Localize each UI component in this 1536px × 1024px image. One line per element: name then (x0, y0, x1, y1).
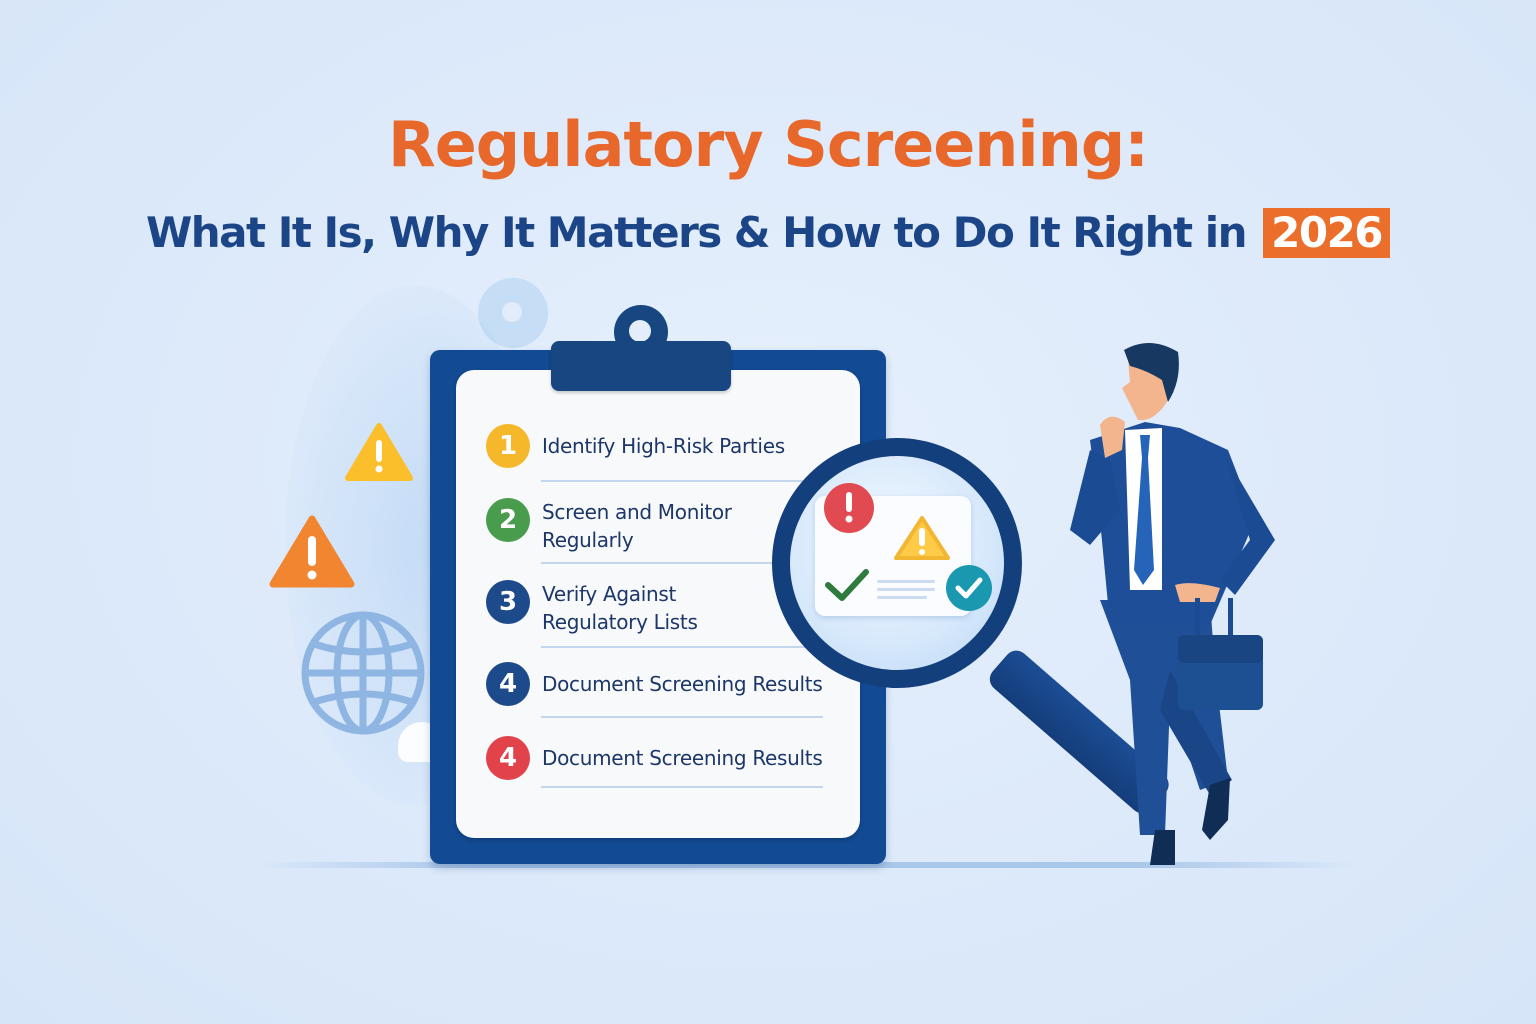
magnifying-glass (760, 430, 1040, 700)
globe-icon (301, 611, 425, 735)
checklist-item: 3 Verify Against Regulatory Lists (486, 580, 698, 636)
clipboard-clip (551, 341, 731, 391)
check-circle-teal-icon (946, 565, 992, 611)
step-label: Screen and Monitor Regularly (542, 500, 732, 552)
magnifier-icons (824, 483, 992, 611)
step-number-badge: 4 (486, 736, 530, 780)
checkmark-green-icon (825, 569, 869, 601)
divider (541, 480, 823, 482)
floor-shadow (255, 862, 1355, 868)
checklist-item: 4 Document Screening Results (486, 662, 823, 706)
step-number-badge: 1 (486, 424, 530, 468)
step-number-badge: 4 (486, 662, 530, 706)
step-label: Document Screening Results (542, 672, 823, 696)
divider (541, 646, 823, 648)
gear-icon (478, 278, 548, 348)
businessman-illustration (1070, 342, 1275, 865)
page-title: Regulatory Screening: (388, 108, 1149, 181)
year-badge: 2026 (1263, 208, 1391, 258)
step-number-badge: 3 (486, 580, 530, 624)
warning-triangle-orange-icon (269, 515, 355, 588)
divider (541, 562, 823, 564)
step-label: Verify Against Regulatory Lists (542, 582, 698, 634)
step-number-badge: 2 (486, 498, 530, 542)
divider (541, 716, 823, 718)
warning-triangle-yellow-icon (894, 516, 950, 560)
subtitle-text: What It Is, Why It Matters & How to Do I… (145, 208, 1248, 257)
checklist-item: 2 Screen and Monitor Regularly (486, 498, 732, 554)
page-subtitle: What It Is, Why It Matters & How to Do I… (0, 208, 1536, 258)
text-lines (877, 580, 935, 599)
alert-circle-red-icon (824, 483, 874, 533)
warning-triangle-yellow-icon (345, 423, 413, 481)
divider (541, 786, 823, 788)
checklist-item: 1 Identify High-Risk Parties (486, 424, 785, 468)
step-label: Document Screening Results (542, 746, 823, 770)
checklist-item: 4 Document Screening Results (486, 736, 823, 780)
step-label: Identify High-Risk Parties (542, 434, 785, 458)
